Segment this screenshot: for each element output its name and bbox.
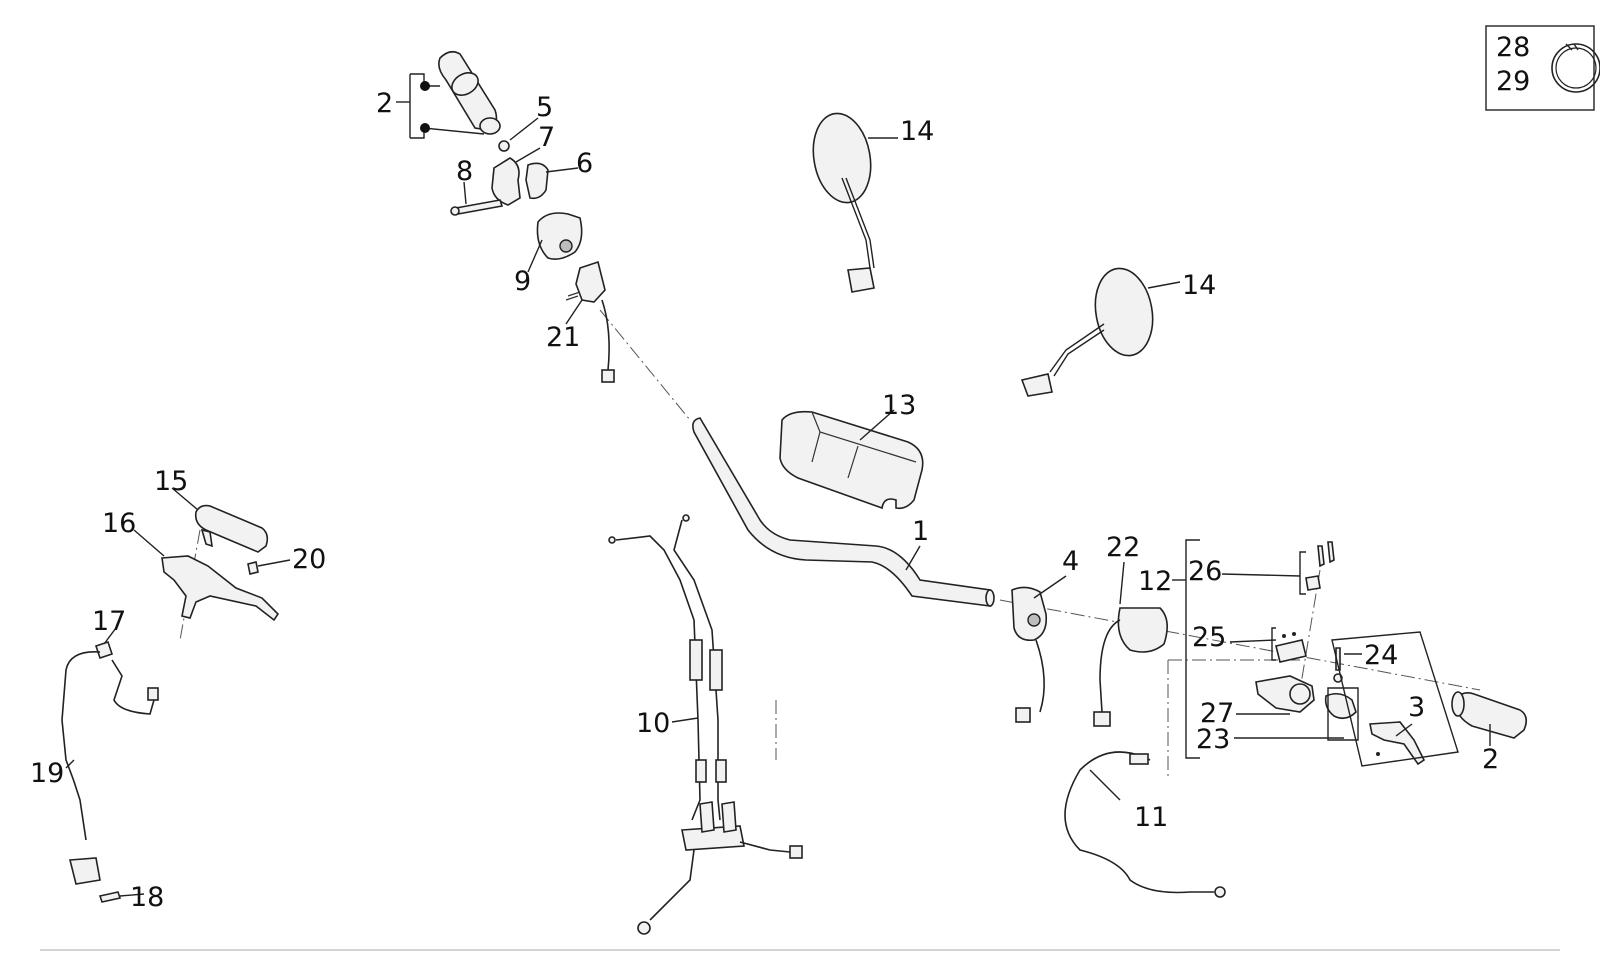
callout-15: 15 [154,466,188,497]
callout-21: 21 [546,322,580,353]
callout-29: 29 [1496,66,1530,97]
master-cylinder-body [1255,675,1315,713]
hose-clamp [1551,43,1600,93]
right-switch [1011,586,1048,723]
clamp-inset-box [1485,25,1600,111]
throttle-sensor [565,260,615,383]
callout-4: 4 [1062,546,1079,577]
screw-18 [98,891,122,903]
switch-housing-halves [491,157,549,206]
right-hand-grip [1451,691,1528,739]
clutch-cable-11 [1064,751,1226,898]
callout-18: 18 [130,882,164,913]
housing-screw [450,199,504,216]
callout-14-top: 14 [900,116,934,147]
callout-1: 1 [912,516,929,547]
callout-11: 11 [1134,802,1168,833]
callout-23: 23 [1196,724,1230,755]
callout-3: 3 [1408,692,1425,723]
hose-19 [61,651,159,885]
callout-8: 8 [456,156,473,187]
callout-19: 19 [30,758,64,789]
pivot-bracket [1324,687,1359,741]
right-mirror [1020,267,1154,397]
callout-labels: 1 2 2 3 4 5 6 7 8 9 10 11 12 13 14 14 15… [30,32,1530,913]
auxiliary-display-15 [194,504,269,553]
callout-25: 25 [1192,622,1226,653]
left-mirror [812,112,875,293]
callout-28: 28 [1496,32,1530,63]
callout-27: 27 [1200,698,1234,729]
throttle-body-housing [536,212,583,260]
screw-26 [1299,541,1335,595]
screw-24 [1333,647,1343,683]
callout-7: 7 [538,122,555,153]
callout-12: 12 [1138,566,1172,597]
bolt-20 [247,561,259,575]
clip-17 [94,640,114,660]
callout-26: 26 [1188,556,1222,587]
callout-5: 5 [536,92,553,123]
callout-10: 10 [636,708,670,739]
left-hand-grip [438,50,510,152]
mounting-bracket-16 [161,555,280,622]
master-cylinder-group [1172,539,1459,767]
callout-13: 13 [882,390,916,421]
brake-lever [1331,631,1459,767]
callout-16: 16 [102,508,136,539]
callout-14-right: 14 [1182,270,1216,301]
callout-22: 22 [1106,532,1140,563]
callout-17: 17 [92,606,126,637]
callout-9: 9 [514,266,531,297]
handlebar [692,417,995,607]
left-grip-assembly [438,50,615,383]
leader-lines [65,117,1491,897]
throttle-cables-10 [608,514,803,935]
callout-6: 6 [576,148,593,179]
callout-2-left: 2 [376,88,393,119]
callout-2-right: 2 [1482,744,1499,775]
reservoir-cap-25 [1271,627,1307,663]
instrument-cluster [779,410,924,510]
callout-2-bracket [396,73,485,139]
switch-22 [1093,607,1168,727]
callout-20: 20 [292,544,326,575]
callout-24: 24 [1364,640,1398,671]
